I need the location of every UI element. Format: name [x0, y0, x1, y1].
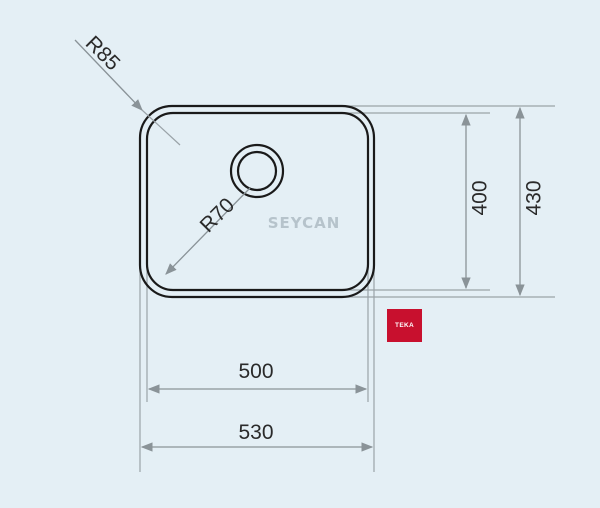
outer-radius-leader-tail	[141, 109, 181, 146]
teka-logo-text: TEKA	[395, 322, 414, 329]
drain-radius-leader	[165, 187, 251, 275]
sink-outer-rim	[138, 104, 376, 299]
inner-width-label: 500	[238, 360, 273, 383]
sink-inner-bowl	[145, 111, 370, 292]
drain-inner-ring	[236, 150, 278, 192]
outer-radius-leader	[74, 39, 143, 111]
inner-height-label: 400	[469, 180, 492, 215]
outer-width-label: 530	[238, 421, 273, 444]
teka-logo: TEKA	[387, 309, 422, 342]
drain-radius-label: R70	[196, 194, 240, 238]
outer-height-label: 430	[523, 180, 546, 215]
watermark-text: SEYCAN	[268, 214, 341, 232]
extension-lines	[139, 105, 555, 472]
drain-outer-ring	[229, 143, 285, 199]
outer-radius-label: R85	[81, 32, 125, 76]
